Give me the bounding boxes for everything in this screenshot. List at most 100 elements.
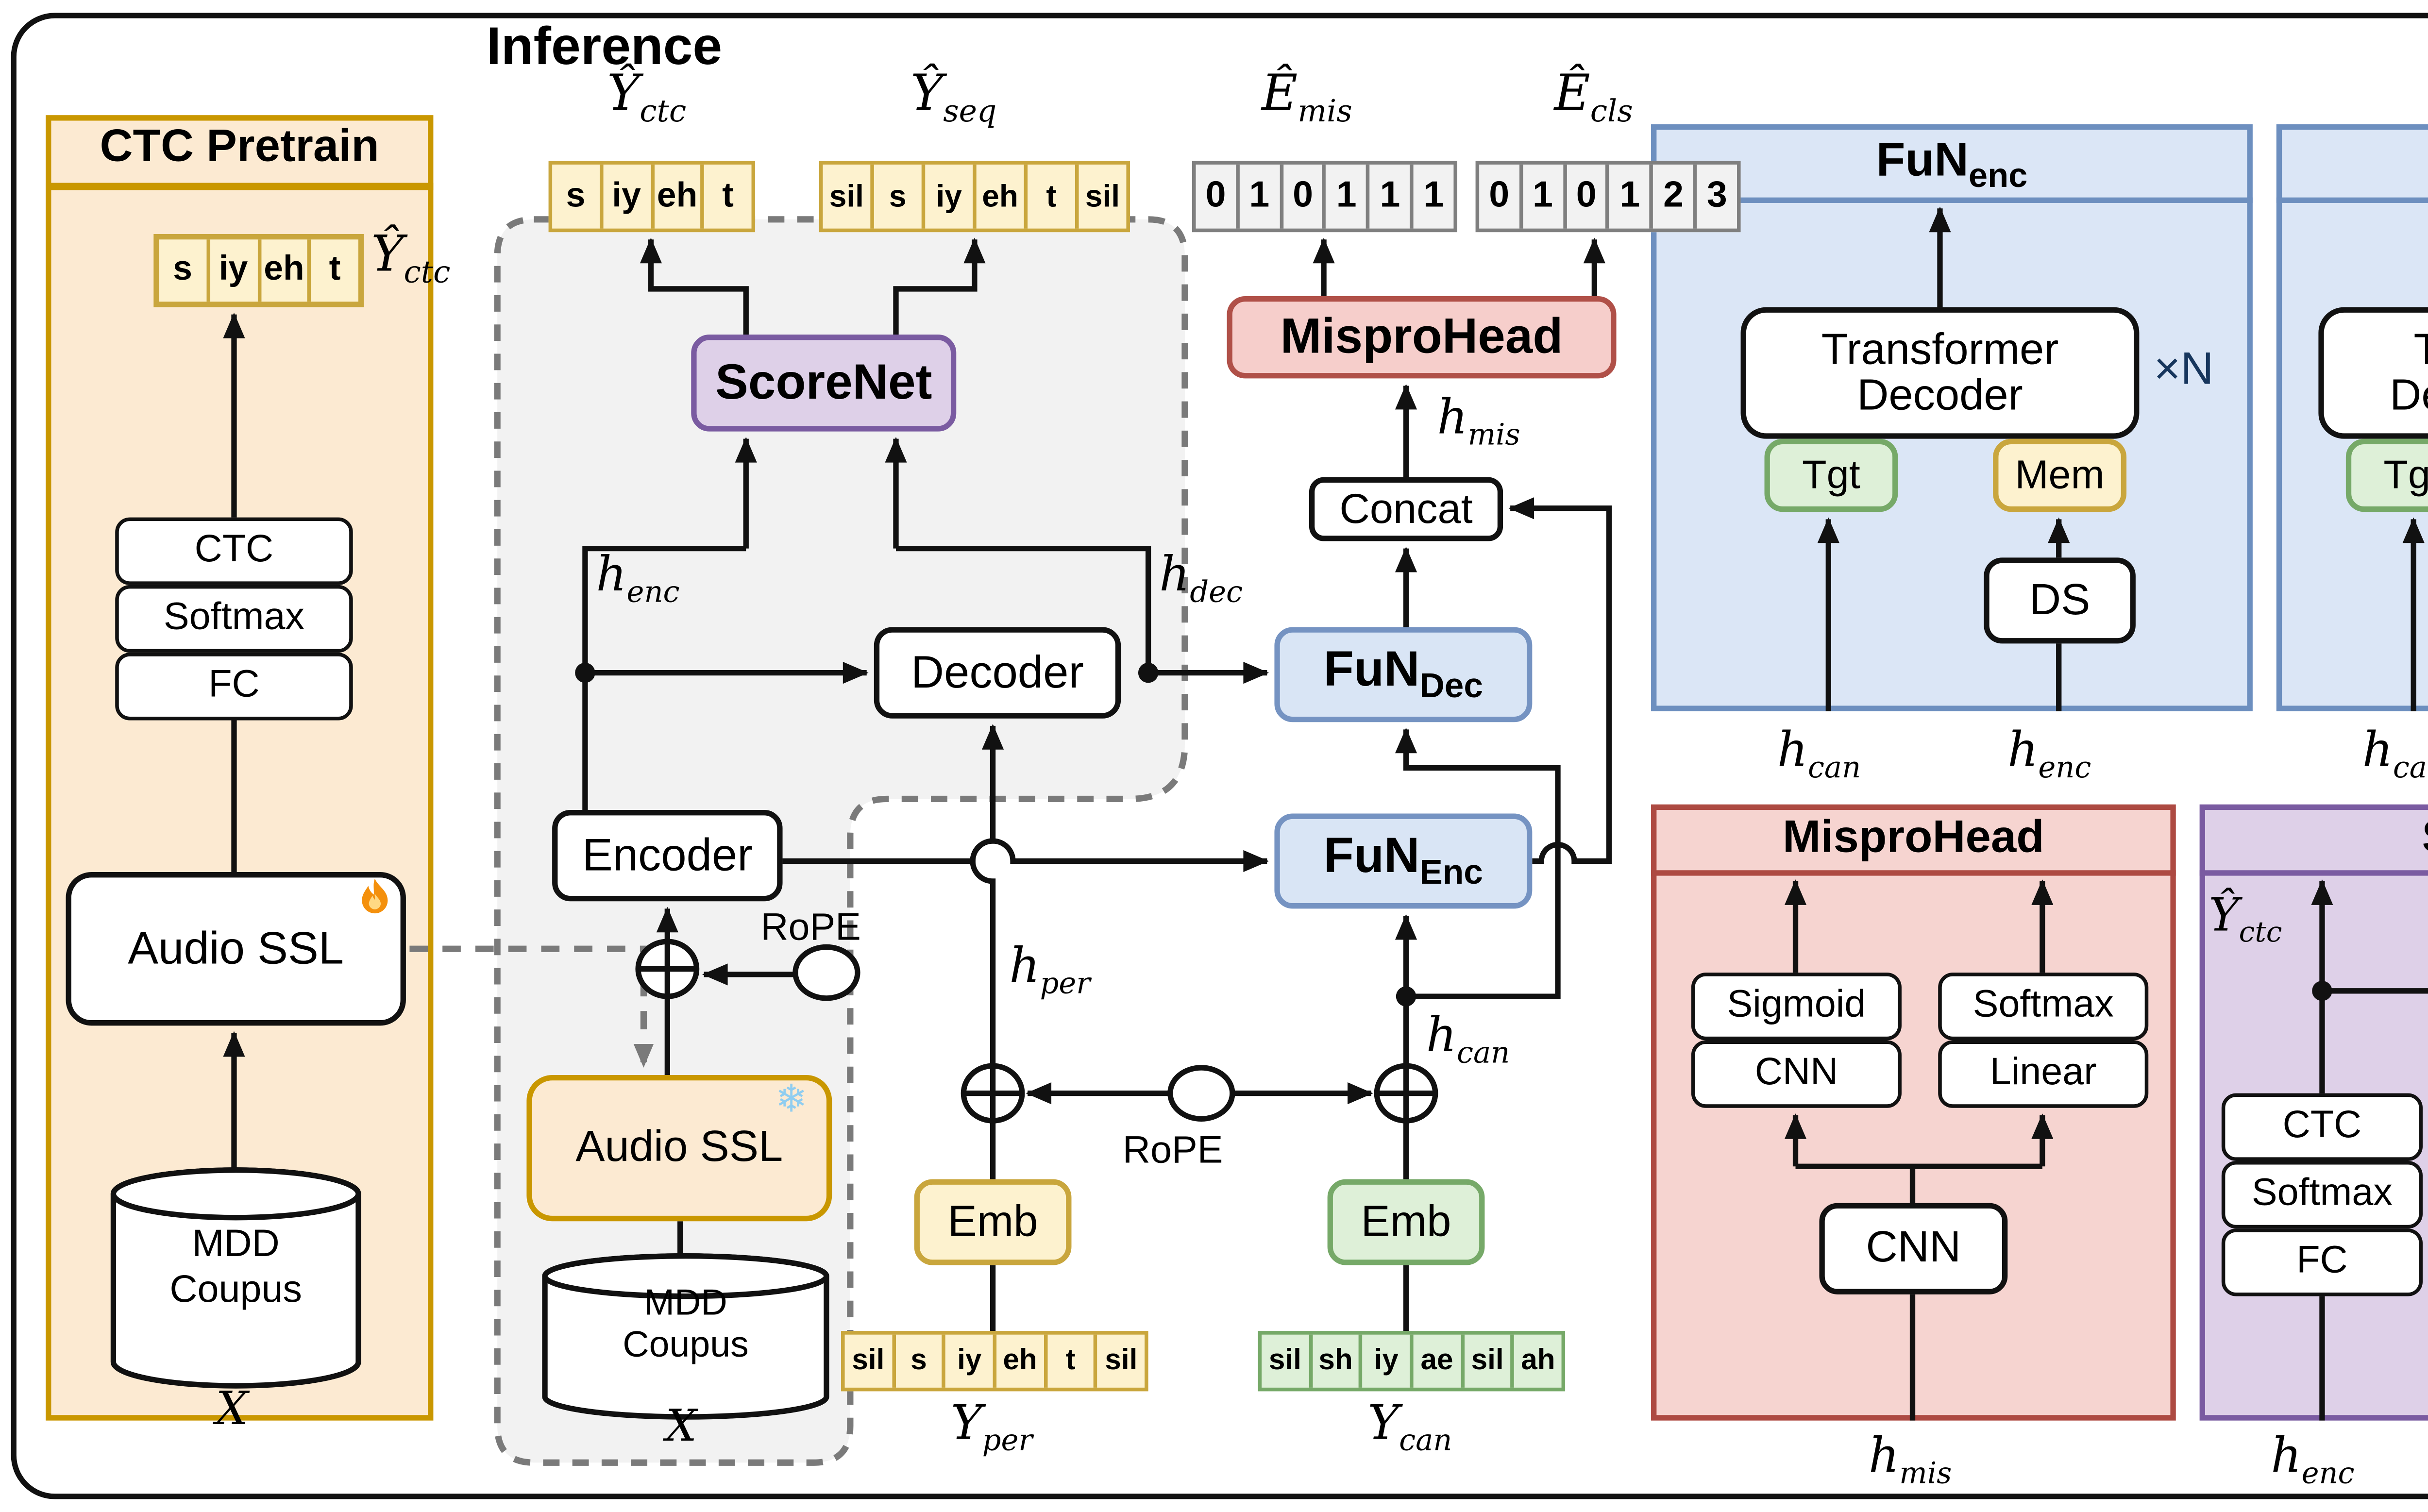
tgt-box-1: Tgt: [1764, 438, 1898, 512]
token-cell: 2: [1653, 164, 1697, 229]
arrow-scorenet-yseq: [893, 237, 986, 335]
h-per-label: hper: [1009, 940, 1091, 1001]
fun-enc-panel-title: FuNenc: [1876, 132, 2028, 194]
token-cell: t: [1028, 164, 1079, 229]
e-cls-token-row: 0 1 0 1 2 3: [1475, 161, 1741, 233]
token-cell: 1: [1423, 175, 1444, 216]
yhat-ctc-pretrain-label: Ŷctc: [371, 226, 451, 290]
x-label-2: X: [665, 1400, 697, 1452]
h-can-label-panel1: hcan: [1777, 724, 1861, 785]
token-cell: iy: [210, 239, 261, 302]
token-cell: sil: [1464, 1334, 1515, 1388]
y-per-token-row: sil s iy eh t sil: [841, 1331, 1148, 1392]
token-cell: t: [329, 250, 341, 289]
arrow-funenc-concat: [1508, 497, 1612, 864]
decoder-box: Decoder: [874, 627, 1121, 719]
token-cell: s: [552, 164, 603, 229]
ctc-pretrain-divider: [46, 183, 434, 189]
xn-label-1: ×N: [2154, 343, 2214, 395]
linear-right-box: Linear: [1938, 1040, 2149, 1108]
h-can-label-panel2: hcan: [2362, 724, 2428, 785]
token-cell: t: [722, 176, 734, 215]
rope-mid-label: RoPE: [1122, 1129, 1223, 1172]
mem-box-1: Mem: [1993, 438, 2127, 512]
token-cell: sil: [1105, 1344, 1138, 1376]
mdd-corpus-2-text: MDD Coupus: [623, 1283, 749, 1366]
token-cell: 1: [1523, 164, 1567, 229]
token-cell: eh: [261, 239, 312, 302]
rope-mid-circle: [1167, 1065, 1235, 1122]
yhat-seq-label: Ŷseq: [910, 66, 997, 129]
token-cell: eh: [977, 164, 1028, 229]
token-cell: eh: [654, 164, 705, 229]
y-can-label: Ycan: [1367, 1396, 1452, 1458]
junction-yctc3: [2312, 981, 2332, 1001]
arrow-hper-decoder: [970, 724, 1004, 1066]
scorenet-box: ScoreNet: [691, 335, 957, 432]
token-cell: eh: [996, 1334, 1047, 1388]
mispro-head-box: MisproHead: [1227, 296, 1617, 379]
fire-icon: [362, 878, 388, 914]
token-cell: sh: [1312, 1334, 1363, 1388]
token-cell: iy: [925, 164, 977, 229]
scorenet-panel-title: ScoreNet: [2200, 812, 2428, 865]
mdd-corpus-1-text: MDD Coupus: [169, 1223, 302, 1311]
rope-top-label: RoPE: [760, 907, 861, 949]
mdd-corpus-cylinder-2: [542, 1253, 829, 1420]
arrow-hcan-fundec: [1395, 727, 1561, 999]
h-enc-label-panel1: henc: [2007, 724, 2091, 785]
fun-enc-panel-divider: [1651, 197, 2253, 202]
token-cell: ah: [1521, 1344, 1555, 1376]
token-cell: ae: [1414, 1334, 1464, 1388]
arrow-scorenet-yctc: [640, 237, 749, 335]
e-mis-token-row: 0 1 0 1 1 1: [1192, 161, 1457, 233]
softmax-right-box: Softmax: [1938, 973, 2149, 1041]
fc-box-panel: FC: [2221, 1228, 2423, 1296]
emb-per-box: Emb: [914, 1179, 1072, 1265]
token-cell: sil: [1262, 1334, 1313, 1388]
snowflake-icon: ❄: [775, 1076, 808, 1121]
h-dec-label: hdec: [1159, 548, 1243, 609]
h-mis-label-panel: hmis: [1869, 1429, 1952, 1491]
concat-box: Concat: [1309, 477, 1503, 541]
line-cnn-split: [1795, 1163, 2042, 1203]
h-enc-label: henc: [596, 548, 680, 609]
junction-hcan: [1396, 986, 1416, 1007]
ds-box: DS: [1984, 557, 2136, 644]
token-cell: 0: [1283, 164, 1327, 229]
yhat-ctc-label: Ŷctc: [607, 66, 687, 129]
token-cell: 1: [1327, 164, 1370, 229]
token-cell: iy: [1363, 1334, 1414, 1388]
mispro-head-panel-divider: [1651, 870, 2176, 875]
add-op-per-icon: [961, 1063, 1025, 1124]
cnn-left-box: CNN: [1691, 1040, 1902, 1108]
softmax-box-panel: Softmax: [2221, 1160, 2423, 1229]
token-cell: 0: [1567, 164, 1610, 229]
fun-dec-panel-divider: [2276, 197, 2428, 202]
token-cell: sil: [845, 1334, 895, 1388]
yhat-seq-token-row: sil s iy eh t sil: [819, 161, 1130, 233]
audio-ssl-frozen-box: Audio SSL: [526, 1075, 832, 1222]
scorenet-panel-divider: [2199, 870, 2428, 875]
token-cell: 1: [1370, 164, 1414, 229]
tgt-box-2: Tgt: [2345, 438, 2428, 512]
fc-box: FC: [115, 653, 353, 721]
audio-ssl-trainable-box: Audio SSL: [66, 872, 406, 1026]
e-mis-label: Êmis: [1262, 66, 1352, 129]
token-cell: iy: [603, 164, 654, 229]
emb-can-box: Emb: [1327, 1179, 1485, 1265]
token-cell: t: [1047, 1334, 1098, 1388]
h-mis-label: hmis: [1437, 391, 1520, 452]
junction-henc: [575, 662, 595, 683]
token-cell: sil: [1085, 178, 1120, 213]
token-cell: 3: [1706, 175, 1727, 216]
fun-enc-box: FuNEnc: [1274, 813, 1533, 909]
fun-dec-box: FuNDec: [1274, 627, 1533, 722]
h-can-label: hcan: [1426, 1009, 1510, 1070]
softmax-box: Softmax: [115, 585, 353, 653]
token-cell: 0: [1196, 164, 1240, 229]
